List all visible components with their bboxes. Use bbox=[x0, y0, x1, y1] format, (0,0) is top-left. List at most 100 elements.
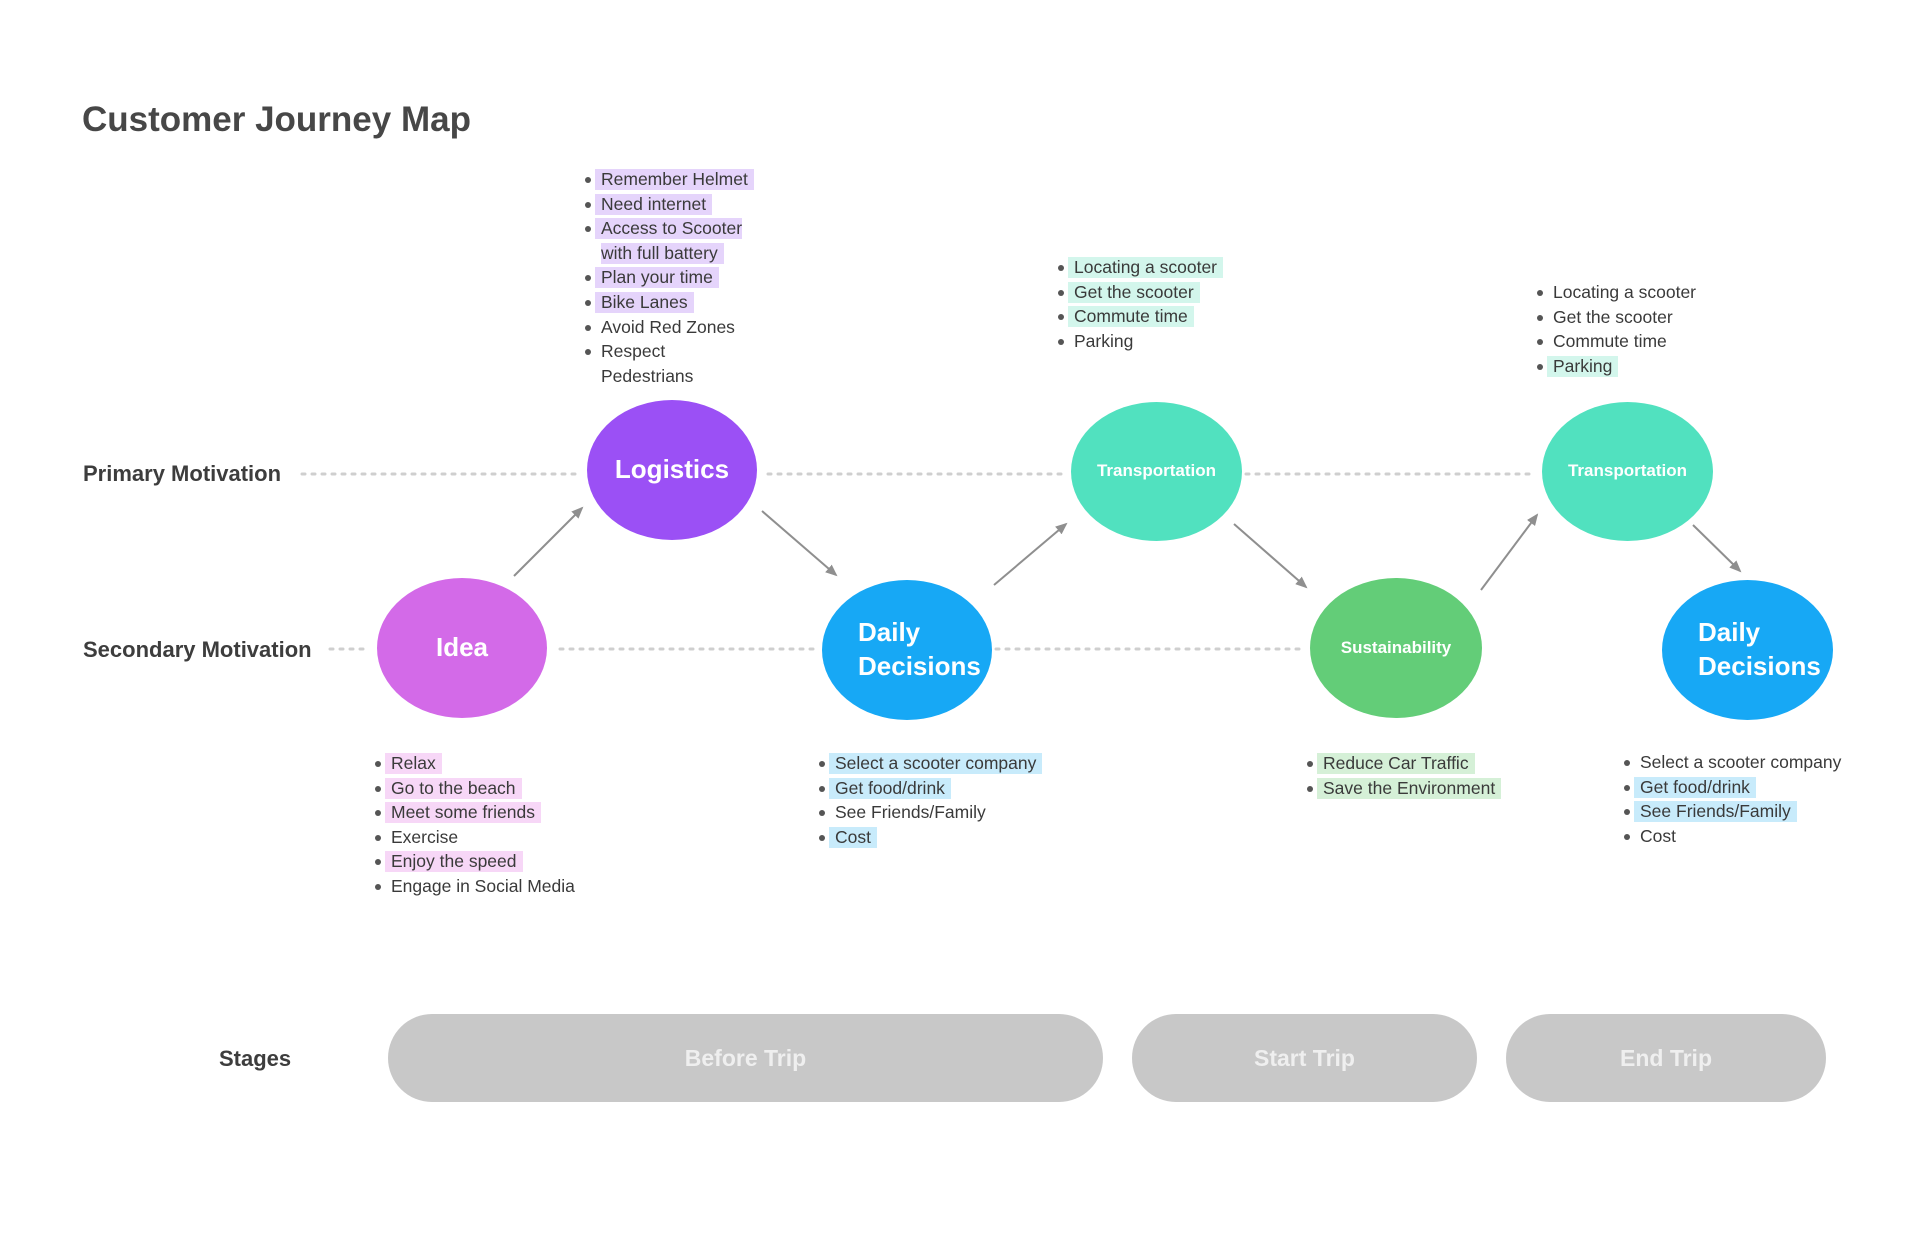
note-item: Bike Lanes bbox=[583, 290, 761, 315]
note-text: Need internet bbox=[595, 193, 713, 215]
note-item: Select a scooter company bbox=[817, 751, 1043, 776]
arrow-daily-decisions-to-transportation bbox=[993, 522, 1068, 586]
note-text: Bike Lanes bbox=[595, 291, 694, 313]
transportation-node-1-label: Transportation bbox=[1096, 461, 1216, 481]
stage-end-trip-label: End Trip bbox=[1620, 1044, 1712, 1071]
note-text: Remember Helmet bbox=[595, 169, 754, 190]
note-text: Enjoy the speed bbox=[385, 851, 523, 873]
arrow-transportation-to-daily-decisions bbox=[1692, 524, 1742, 573]
note-item: Save the Environment bbox=[1305, 776, 1502, 801]
arrow-sustainability-to-transportation bbox=[1480, 513, 1539, 591]
note-text: Get the scooter bbox=[1553, 306, 1673, 327]
note-item: Remember Helmet bbox=[583, 167, 761, 192]
transportation-node-1[interactable]: Transportation bbox=[1071, 402, 1242, 541]
logistics-node-label: Logistics bbox=[614, 454, 730, 485]
stage-before-trip-label: Before Trip bbox=[684, 1044, 807, 1071]
stage-start-trip-label: Start Trip bbox=[1254, 1044, 1355, 1071]
note-text: Cost bbox=[829, 826, 877, 848]
arrow-logistics-to-daily-decisions bbox=[761, 510, 838, 577]
idea-node-label: Idea bbox=[435, 632, 489, 663]
note-text: Go to the beach bbox=[385, 777, 522, 799]
note-text: Select a scooter company bbox=[829, 753, 1043, 774]
daily-decisions-node-1[interactable]: Daily Decisions bbox=[822, 580, 992, 720]
note-item: Commute time bbox=[1535, 329, 1702, 354]
note-item: Cost bbox=[817, 825, 1042, 850]
sustainability-node[interactable]: Sustainability bbox=[1310, 578, 1482, 718]
note-text: Parking bbox=[1547, 355, 1619, 377]
note-item: Select a scooter company bbox=[1622, 750, 1847, 775]
note-item: Exercise bbox=[373, 825, 581, 850]
transportation-node-2[interactable]: Transportation bbox=[1542, 402, 1713, 541]
primary-motivation-label: Primary Motivation bbox=[83, 461, 282, 486]
note-text: Parking bbox=[1074, 330, 1134, 351]
stages-label: Stages bbox=[219, 1046, 292, 1071]
note-item: Get the scooter bbox=[1056, 280, 1223, 305]
note-item: Parking bbox=[1056, 329, 1223, 354]
note-item: Cost bbox=[1622, 824, 1847, 849]
note-item: Plan your time bbox=[583, 265, 761, 290]
note-item: Respect Pedestrians bbox=[583, 339, 761, 388]
note-item: Get the scooter bbox=[1535, 305, 1702, 330]
note-text: Locating a scooter bbox=[1068, 257, 1224, 278]
arrow-transportation-to-sustainability bbox=[1233, 523, 1308, 589]
note-item: Commute time bbox=[1056, 304, 1223, 329]
note-item: Enjoy the speed bbox=[373, 849, 581, 874]
note-text: Locating a scooter bbox=[1553, 282, 1697, 302]
note-text: Relax bbox=[385, 753, 442, 774]
note-text: Get food/drink bbox=[829, 777, 951, 799]
daily-decisions-node-2[interactable]: Daily Decisions bbox=[1662, 580, 1833, 720]
note-item: Parking bbox=[1535, 354, 1702, 379]
note-text: Cost bbox=[1640, 825, 1676, 846]
note-item: Access to Scooter with full battery bbox=[583, 216, 761, 265]
note-item: See Friends/Family bbox=[817, 800, 1042, 825]
note-item: Reduce Car Traffic bbox=[1305, 751, 1501, 776]
arrow-idea-to-logistics bbox=[513, 506, 584, 577]
note-text: Save the Environment bbox=[1317, 777, 1502, 799]
stage-end-trip[interactable]: End Trip bbox=[1506, 1014, 1826, 1102]
note-text: See Friends/Family bbox=[835, 802, 986, 823]
idea-node[interactable]: Idea bbox=[377, 578, 547, 718]
note-text: Engage in Social Media bbox=[391, 875, 575, 896]
note-text: Select a scooter company bbox=[1640, 752, 1842, 772]
note-item: See Friends/Family bbox=[1622, 799, 1847, 824]
note-text: Respect Pedestrians bbox=[601, 341, 694, 386]
page-title: Customer Journey Map bbox=[82, 100, 471, 139]
note-item: Locating a scooter bbox=[1056, 255, 1224, 280]
note-item: Need internet bbox=[583, 192, 761, 217]
flow-arrows bbox=[513, 506, 1742, 591]
note-text: Get the scooter bbox=[1068, 281, 1200, 303]
daily-decisions-node-1-label: Daily Decisions bbox=[858, 617, 981, 681]
note-text: Avoid Red Zones bbox=[601, 316, 735, 337]
note-text: Reduce Car Traffic bbox=[1317, 753, 1475, 774]
note-text: Meet some friends bbox=[385, 802, 541, 824]
secondary-motivation-label: Secondary Motivation bbox=[83, 637, 312, 662]
note-text: Commute time bbox=[1068, 306, 1194, 328]
note-item: Engage in Social Media bbox=[373, 874, 581, 899]
note-text: Commute time bbox=[1553, 331, 1667, 352]
daily-decisions-node-2-label: Daily Decisions bbox=[1698, 617, 1821, 681]
note-item: Get food/drink bbox=[817, 776, 1042, 801]
note-text: See Friends/Family bbox=[1634, 801, 1797, 823]
note-text: Exercise bbox=[391, 826, 459, 847]
sustainability-node-label: Sustainability bbox=[1340, 637, 1452, 657]
note-text: Get food/drink bbox=[1634, 776, 1756, 798]
note-item: Meet some friends bbox=[373, 800, 581, 825]
stage-start-trip[interactable]: Start Trip bbox=[1132, 1014, 1477, 1102]
stage-before-trip[interactable]: Before Trip bbox=[388, 1014, 1103, 1102]
logistics-node[interactable]: Logistics bbox=[587, 400, 757, 540]
note-item: Locating a scooter bbox=[1535, 280, 1702, 305]
transportation-node-2-label: Transportation bbox=[1567, 461, 1687, 481]
note-item: Relax bbox=[373, 751, 581, 776]
note-text: Access to Scooter with full battery bbox=[595, 218, 743, 264]
note-item: Go to the beach bbox=[373, 776, 581, 801]
dotted-guides bbox=[300, 472, 1532, 651]
